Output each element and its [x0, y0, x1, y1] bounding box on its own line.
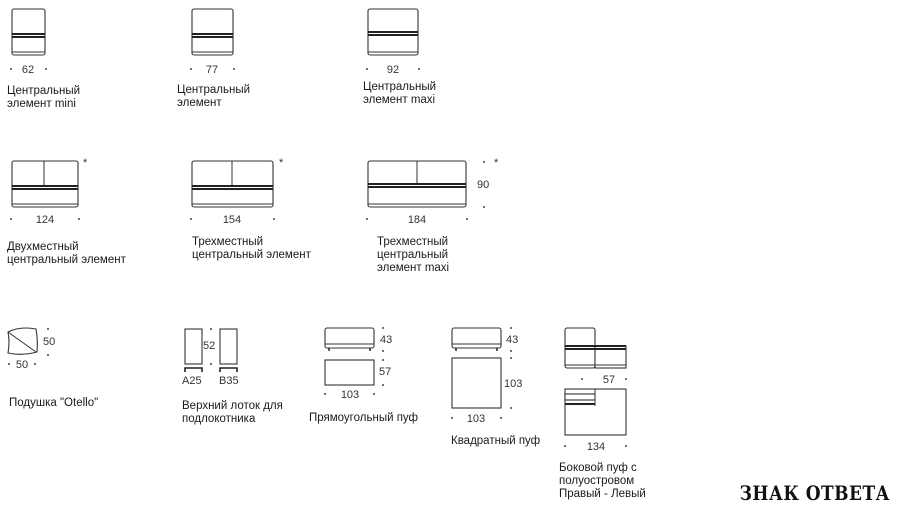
rect-pouf-depth: 57 — [379, 366, 391, 378]
armrest-tray-b35-drawing — [219, 328, 238, 372]
armrest-b35: B35 — [219, 375, 239, 387]
maxi-width: 92 — [387, 64, 399, 76]
label-square-pouf: Квадратный пуф — [451, 435, 541, 447]
brand-watermark: ЗНАК ОТВЕТА — [739, 482, 890, 506]
module-mini-drawing — [11, 8, 46, 56]
three-seat-maxi-asterisk: * — [494, 157, 499, 169]
armrest-a25: A25 — [182, 375, 202, 387]
armrest-height: 52 — [203, 340, 215, 352]
rect-pouf-width: 103 — [341, 389, 359, 401]
cushion-drawing — [7, 327, 38, 355]
square-pouf-width: 103 — [467, 413, 485, 425]
label-rect-pouf: Прямоугольный пуф — [309, 412, 419, 424]
rect-pouf-height: 43 — [380, 334, 392, 346]
standard-width: 77 — [206, 64, 218, 76]
side-pouf-width: 134 — [587, 441, 605, 453]
two-seat-width: 124 — [36, 214, 54, 226]
module-maxi-drawing — [367, 8, 419, 56]
side-pouf-depth: 57 — [603, 374, 615, 386]
square-pouf-depth: 103 — [504, 378, 522, 390]
label-three-seat: Трехместный центральный элемент — [192, 236, 311, 261]
square-pouf-height: 43 — [506, 334, 518, 346]
label-cushion: Подушка "Otello" — [9, 397, 99, 409]
three-seat-maxi-width: 184 — [408, 214, 426, 226]
label-module-standard: Центральный элемент — [177, 84, 251, 109]
label-module-mini: Центральный элемент mini — [7, 85, 81, 110]
mini-width: 62 — [22, 64, 34, 76]
module-two-seat-drawing — [11, 160, 79, 208]
two-seat-asterisk: * — [83, 157, 88, 169]
label-module-maxi: Центральный элемент maxi — [363, 81, 437, 106]
module-standard-drawing — [191, 8, 234, 56]
label-side-pouf: Боковой пуф с полуостровом Правый - Левы… — [559, 462, 646, 500]
label-three-seat-maxi: Трехместный центральный элемент maxi — [377, 236, 450, 274]
rect-pouf-drawing — [324, 327, 375, 386]
three-seat-maxi-height: 90 — [477, 179, 489, 191]
module-three-seat-drawing — [191, 160, 274, 208]
module-three-seat-maxi-drawing — [367, 160, 467, 208]
cushion-height: 50 — [43, 336, 55, 348]
cushion-width: 50 — [16, 359, 28, 371]
square-pouf-drawing — [451, 327, 502, 409]
label-armrest-tray: Верхний лоток для подлокотника — [182, 400, 283, 425]
side-pouf-chaise-drawing — [564, 327, 627, 436]
armrest-tray-a25-drawing — [184, 328, 203, 372]
label-two-seat: Двухместный центральный элемент — [7, 241, 126, 266]
three-seat-asterisk: * — [279, 157, 284, 169]
three-seat-width: 154 — [223, 214, 241, 226]
